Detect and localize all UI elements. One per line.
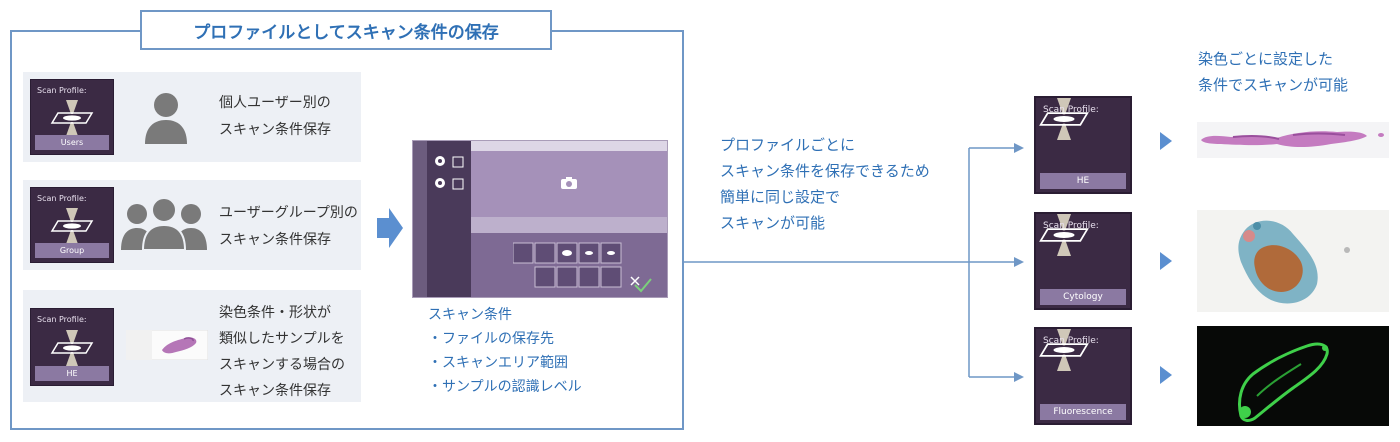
cytology-sample-image	[1197, 210, 1389, 312]
scanner-software-screenshot	[412, 140, 668, 298]
profile-card-fluorescence: Scan Profile: Fluorescence	[1034, 327, 1132, 425]
screenshot-toolbar	[471, 141, 667, 151]
middle-text-line: 簡単に同じ設定で	[720, 188, 841, 206]
scan-conditions: スキャン条件 ・ファイルの保存先 ・スキャンエリア範囲 ・サンプルの認識レベル	[428, 303, 582, 399]
middle-text-line: プロファイルごとに	[720, 136, 856, 154]
card-label: Fluorescence	[1040, 404, 1126, 420]
profile-card-users: Scan Profile: Users	[30, 79, 114, 155]
row-he-text: 染色条件・形状が 類似したサンプルを スキャンする場合の スキャン条件保存	[219, 300, 345, 404]
scan-conditions-heading: スキャン条件	[428, 307, 512, 323]
scan-symbol-icon	[1039, 329, 1089, 371]
right-heading-line: 染色ごとに設定した	[1198, 50, 1334, 68]
screenshot-tabbar	[471, 217, 667, 233]
he-stained-tissue-image	[1197, 122, 1389, 158]
settings-gear-icon	[435, 156, 464, 190]
fluorescence-sample-image	[1197, 326, 1389, 426]
profile-card-group: Scan Profile: Group	[30, 187, 114, 263]
section-title: プロファイルとしてスキャン条件の保存	[140, 10, 552, 50]
card-label: Group	[35, 243, 109, 258]
scan-condition-item: ・ファイルの保存先	[428, 331, 554, 347]
card-title: Scan Profile:	[1043, 221, 1099, 231]
card-label: Cytology	[1040, 289, 1126, 305]
screenshot-sidebar	[413, 141, 427, 297]
scan-condition-item: ・サンプルの認識レベル	[428, 379, 582, 395]
row-group-text: ユーザーグループ別の スキャン条件保存	[219, 200, 358, 254]
card-title: Scan Profile:	[37, 315, 87, 324]
row-text-line: 類似したサンプルを	[219, 331, 345, 347]
scan-symbol-icon	[1039, 98, 1089, 140]
slide-thumbnail-icon	[126, 330, 208, 360]
scan-condition-item: ・スキャンエリア範囲	[428, 355, 568, 371]
right-heading-line: 条件でスキャンが可能	[1198, 76, 1349, 94]
row-text-line: スキャン条件保存	[219, 383, 331, 399]
card-title: Scan Profile:	[37, 194, 87, 203]
card-label: Users	[35, 135, 109, 150]
card-title: Scan Profile:	[1043, 105, 1099, 115]
row-text-line: スキャン条件保存	[219, 122, 331, 138]
camera-icon	[561, 177, 577, 189]
row-text-line: スキャン条件保存	[219, 232, 331, 248]
card-title: Scan Profile:	[1043, 336, 1099, 346]
scan-symbol-icon	[1039, 214, 1089, 256]
card-title: Scan Profile:	[37, 86, 87, 95]
card-label: HE	[1040, 173, 1126, 189]
user-icon	[145, 93, 187, 144]
middle-text-line: スキャンが可能	[720, 214, 826, 232]
middle-description: プロファイルごとに スキャン条件を保存できるため 簡単に同じ設定で スキャンが可…	[720, 132, 930, 236]
row-text-line: 個人ユーザー別の	[219, 95, 331, 111]
scan-symbol-icon	[50, 330, 94, 366]
screenshot-panel	[427, 141, 471, 297]
arrow-right-icon	[377, 208, 403, 248]
connector-lines	[684, 143, 1024, 382]
arrow-right-icon	[1160, 366, 1172, 384]
profile-card-he: Scan Profile: HE	[30, 308, 114, 386]
row-text-line: スキャンする場合の	[219, 357, 345, 373]
arrow-right-icon	[1160, 132, 1172, 150]
card-label: HE	[35, 366, 109, 381]
middle-text-line: スキャン条件を保存できるため	[720, 162, 930, 180]
row-text-line: 染色条件・形状が	[219, 305, 331, 321]
row-text-line: ユーザーグループ別の	[219, 205, 358, 221]
profile-card-cytology: Scan Profile: Cytology	[1034, 212, 1132, 310]
scan-symbol-icon	[50, 208, 94, 244]
arrow-right-icon	[1160, 252, 1172, 270]
scan-symbol-icon	[50, 100, 94, 136]
row-users-text: 個人ユーザー別の スキャン条件保存	[219, 90, 331, 144]
right-heading: 染色ごとに設定した 条件でスキャンが可能	[1198, 46, 1348, 98]
profile-card-he-right: Scan Profile: HE	[1034, 96, 1132, 194]
group-icon	[121, 198, 207, 250]
profile-tiles-icon	[513, 242, 652, 293]
